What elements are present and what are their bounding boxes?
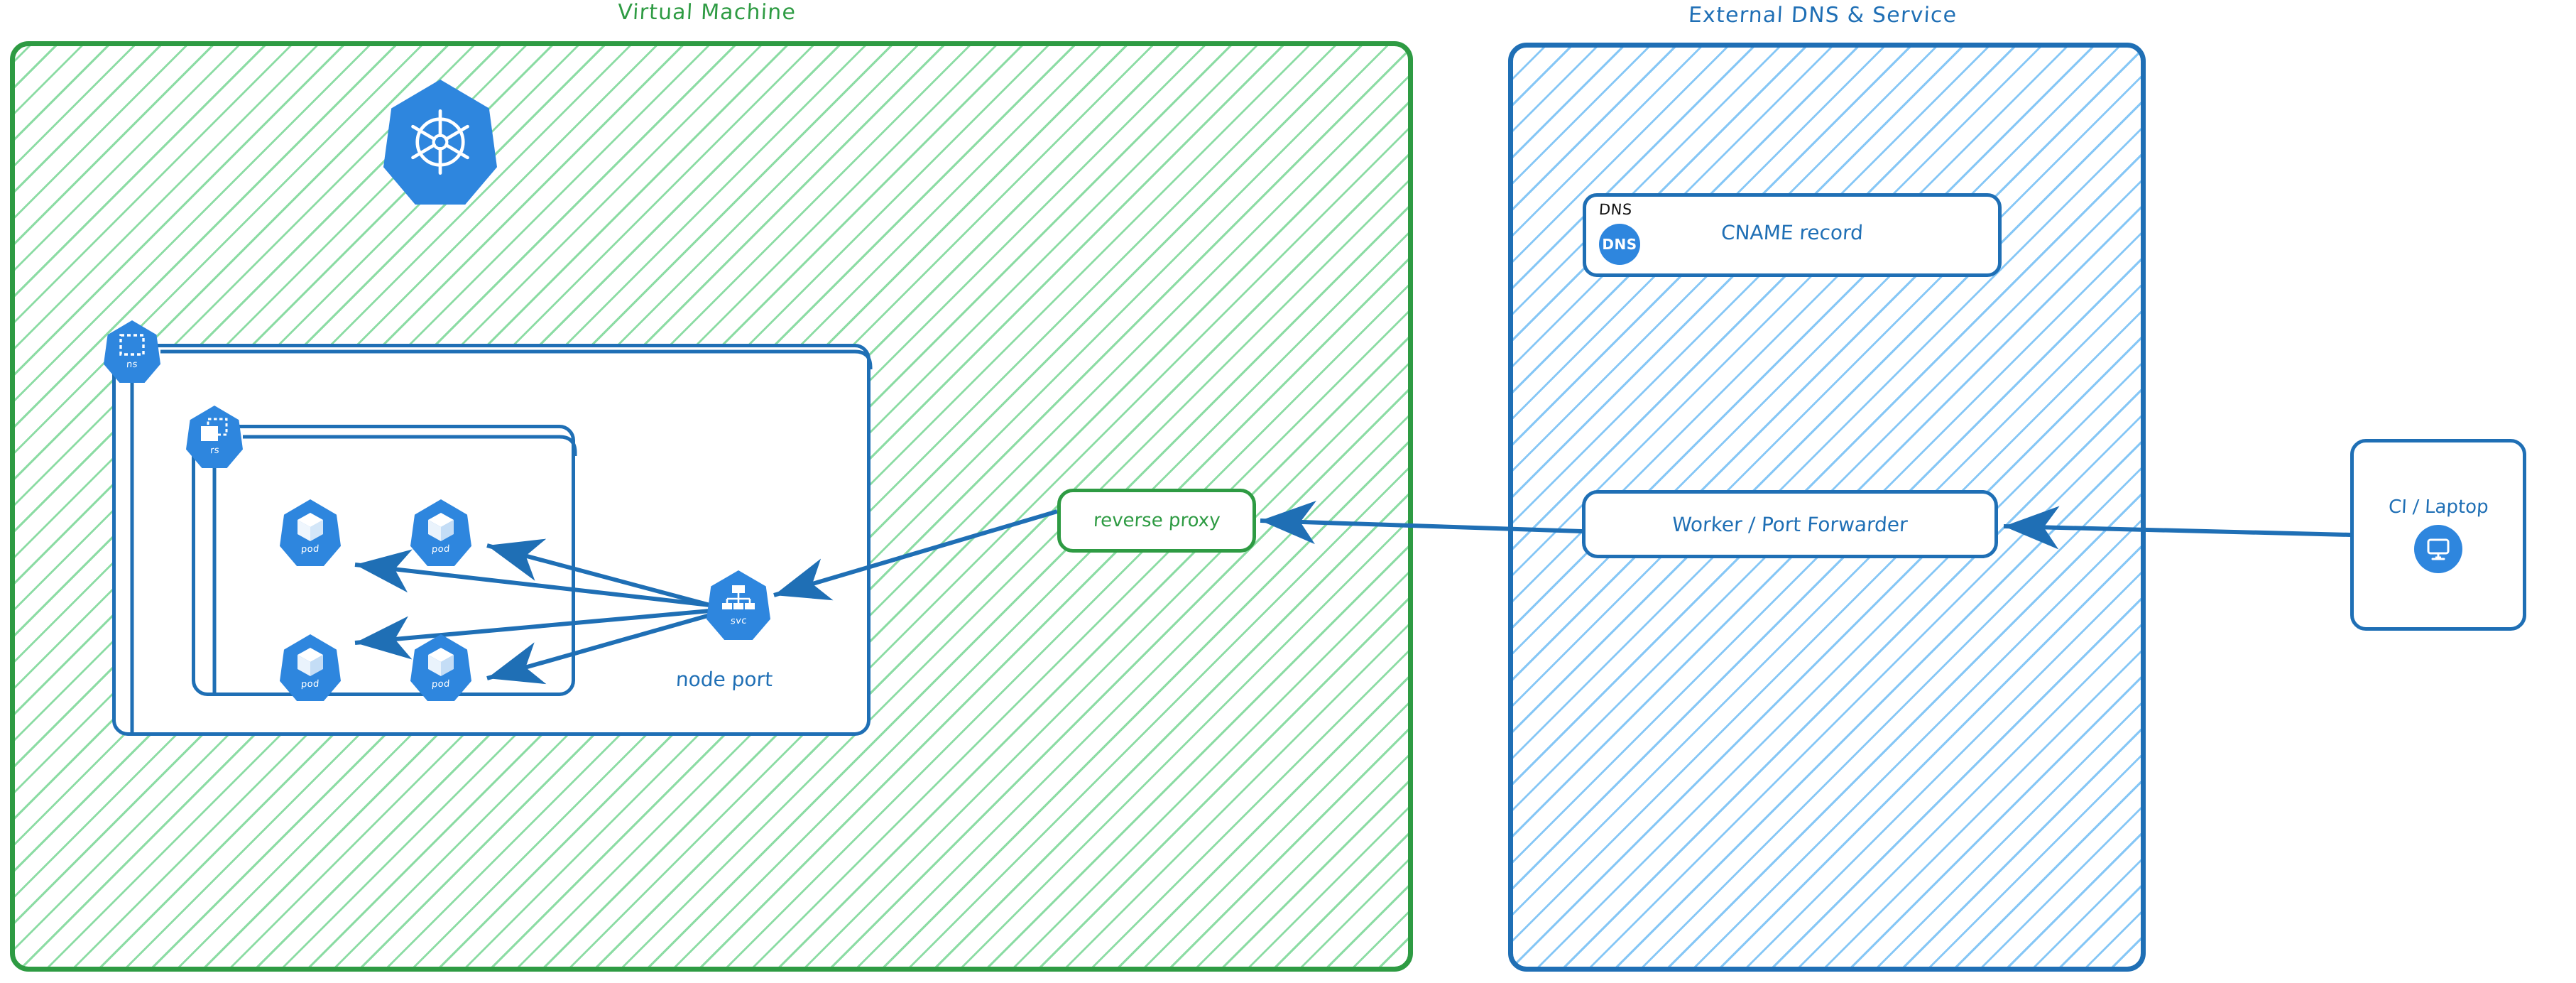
- ci-laptop-box[interactable]: CI / Laptop: [2350, 439, 2526, 631]
- pod-badge-label: pod: [431, 678, 451, 690]
- service-badge-label: svc: [730, 615, 747, 627]
- reverse-proxy-label: reverse proxy: [1092, 510, 1221, 531]
- dns-cname-card[interactable]: DNS DNS CNAME record: [1583, 193, 2002, 277]
- pod-badge-label: pod: [300, 678, 320, 690]
- desktop-monitor-icon: [2414, 525, 2462, 573]
- ci-laptop-label: CI / Laptop: [2387, 496, 2489, 518]
- dashed-square-with-sheet-icon: [201, 418, 228, 441]
- dashed-square-icon: [119, 334, 145, 356]
- org-chart-icon: [722, 585, 755, 609]
- pod-badge-label: pod: [300, 543, 320, 555]
- node-port-label: node port: [675, 668, 774, 691]
- kubernetes-wheel-icon: [411, 109, 469, 175]
- pod-badge-label: pod: [431, 543, 451, 555]
- panel-title-virtual-machine: Virtual Machine: [617, 0, 797, 25]
- worker-port-forwarder-box[interactable]: Worker / Port Forwarder: [1582, 490, 1998, 558]
- worker-port-forwarder-label: Worker / Port Forwarder: [1671, 512, 1909, 536]
- reverse-proxy-box[interactable]: reverse proxy: [1057, 489, 1256, 553]
- replicaset-badge-label: rs: [209, 445, 219, 457]
- cube-icon: [298, 513, 323, 541]
- dns-card-kicker: DNS: [1598, 201, 1633, 218]
- replicaset-container-box: [192, 425, 575, 696]
- cube-icon: [428, 513, 454, 541]
- namespace-badge-label: ns: [126, 359, 138, 371]
- cube-icon: [428, 648, 454, 676]
- dns-badge-icon: DNS: [1599, 224, 1640, 265]
- panel-title-external-dns-service: External DNS & Service: [1688, 3, 1958, 28]
- cube-icon: [298, 648, 323, 676]
- dns-card-title: CNAME record: [1720, 221, 1864, 244]
